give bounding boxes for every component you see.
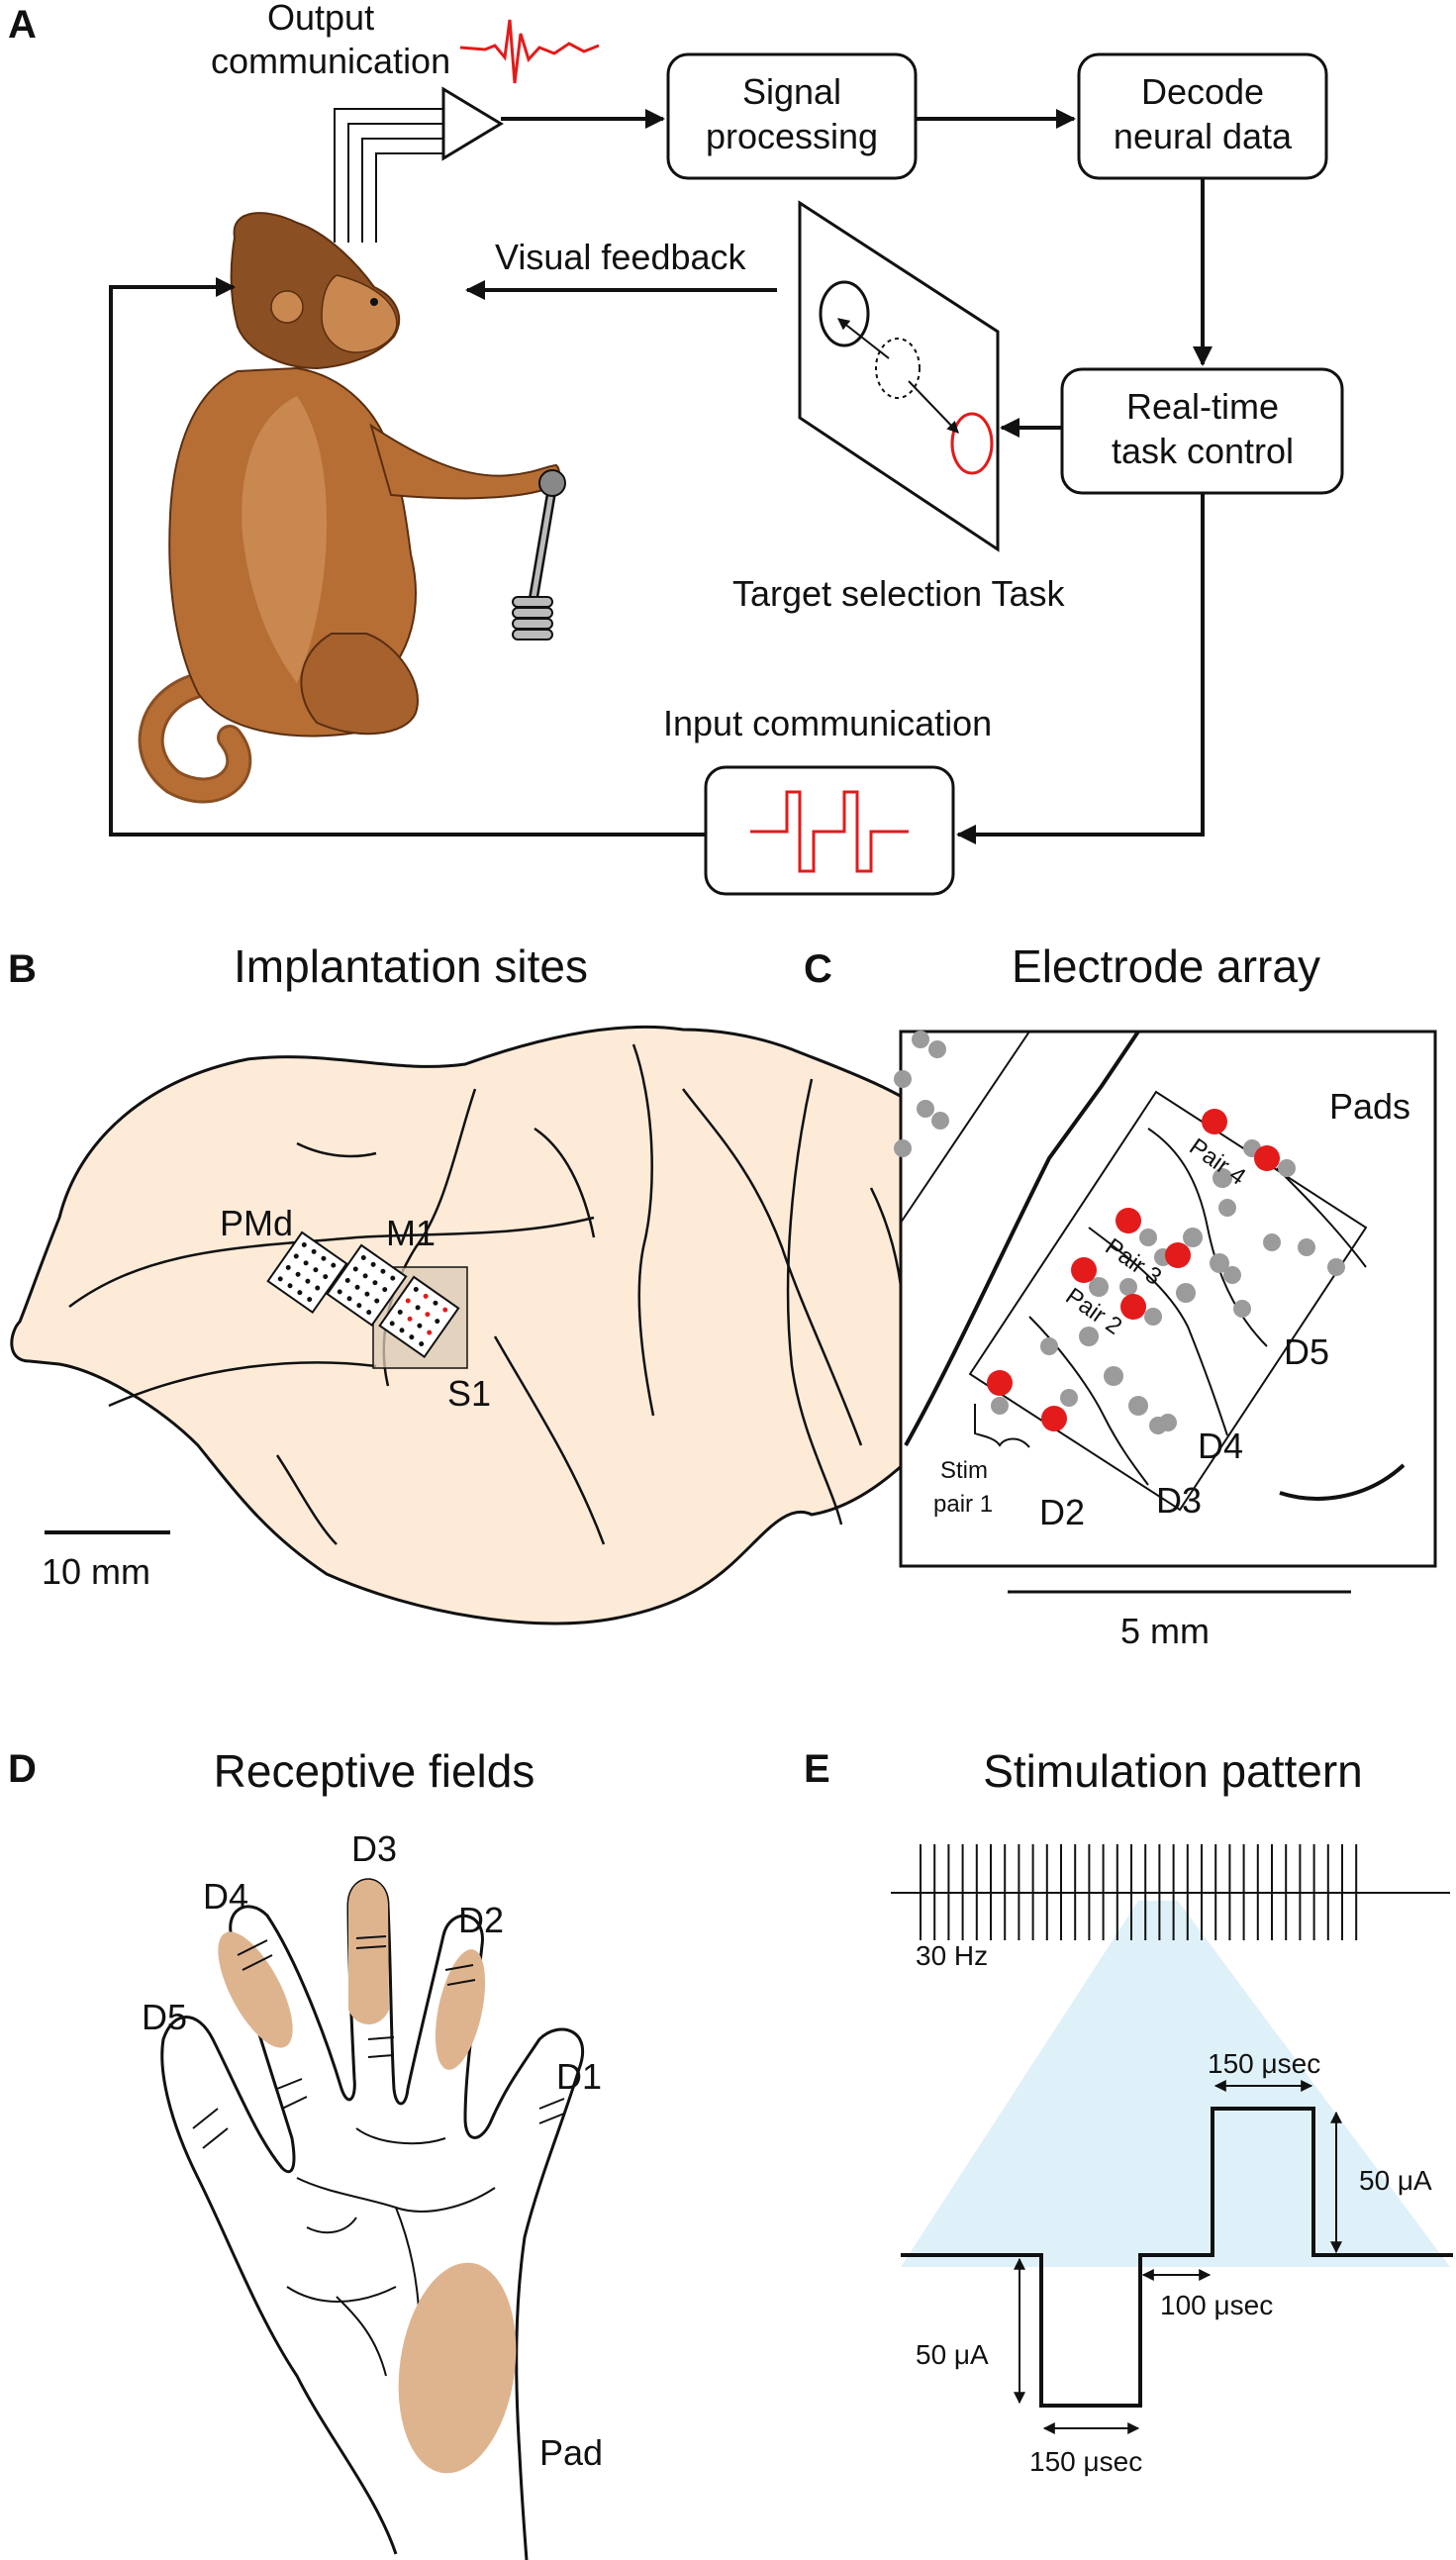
d3-label: D3 xyxy=(351,1828,397,1869)
target-screen xyxy=(798,200,1000,552)
amp-top-label: 50 μA xyxy=(1359,2165,1432,2196)
top-left-grey-electrodes xyxy=(894,1031,949,1157)
receptive-fields-title: Receptive fields xyxy=(214,1745,535,1797)
d2-label: D2 xyxy=(1039,1492,1085,1532)
target-right-circle xyxy=(950,412,994,475)
stim-pair-1-label-2: pair 1 xyxy=(933,1491,993,1518)
target-selection-label: Target selection Task xyxy=(732,573,1066,614)
decode-label-1: Decode xyxy=(1141,71,1264,112)
d4-receptive-field xyxy=(218,1931,293,2048)
panel-a: A Output communication Signal processing… xyxy=(8,0,1344,896)
central-sulcus-line xyxy=(904,1030,1140,1446)
d3-receptive-field xyxy=(348,1879,389,2024)
d4-label: D4 xyxy=(1198,1426,1243,1466)
neural-spike-trace xyxy=(459,19,600,84)
panel-c: C Electrode array xyxy=(804,940,1437,1651)
target-arrow-right xyxy=(908,380,959,434)
s1-array-icon xyxy=(378,1275,460,1359)
panel-d: D Receptive fields D3 D4 D2 D5 D1 xyxy=(8,1745,603,2560)
visual-feedback-label: Visual feedback xyxy=(495,237,747,277)
cursor-start-circle xyxy=(875,338,921,399)
monkey-illustration xyxy=(138,212,560,804)
signal-processing-label-2: processing xyxy=(706,116,878,156)
scale-10mm-label: 10 mm xyxy=(42,1551,150,1592)
panel-b-letter: B xyxy=(8,947,37,991)
panel-b: B Implantation sites xyxy=(8,940,997,1625)
pmd-array-icon xyxy=(266,1231,348,1315)
d4-label: D4 xyxy=(203,1876,248,1917)
biphasic-waveform xyxy=(901,2107,1453,2408)
pads-label: Pads xyxy=(1329,1086,1410,1127)
output-communication-label-2: communication xyxy=(211,41,450,81)
task-control-label-2: task control xyxy=(1112,431,1294,471)
pad-receptive-field xyxy=(398,2262,517,2474)
sulcus-line-left xyxy=(900,1031,1030,1224)
feedback-line-left xyxy=(109,287,706,837)
d3-label: D3 xyxy=(1156,1480,1202,1521)
panel-e-letter: E xyxy=(804,1747,830,1791)
implantation-sites-title: Implantation sites xyxy=(234,940,588,992)
output-communication-label-1: Output xyxy=(267,0,374,38)
signal-processing-box xyxy=(666,52,918,180)
stim-pair-1-label-1: Stim xyxy=(940,1457,988,1484)
stim-pulse-icon xyxy=(750,790,909,873)
width-top-label: 150 μsec xyxy=(1208,2048,1320,2079)
pad-label: Pad xyxy=(539,2432,603,2473)
target-arrow-left xyxy=(837,318,890,359)
pmd-label: PMd xyxy=(220,1203,293,1243)
stimulation-pattern-title: Stimulation pattern xyxy=(983,1745,1363,1797)
pulse-train xyxy=(920,1844,1358,1940)
panel-e: E Stimulation pattern 30 Hz 150 μsec 50 … xyxy=(804,1745,1453,2477)
d2-label: D2 xyxy=(458,1900,504,1940)
d5-label: D5 xyxy=(1284,1331,1329,1372)
electrode-wires xyxy=(334,108,443,243)
m1-array-icon xyxy=(326,1243,408,1328)
signal-processing-label-1: Signal xyxy=(742,71,841,112)
d1-label: D1 xyxy=(556,2056,602,2097)
frequency-label: 30 Hz xyxy=(916,1940,988,1971)
panel-a-letter: A xyxy=(8,3,37,47)
target-left-circle xyxy=(819,280,870,347)
stim-electrode-red-dots xyxy=(987,1109,1280,1431)
amp-bottom-label: 50 μA xyxy=(916,2339,989,2370)
scale-5mm-label: 5 mm xyxy=(1120,1611,1210,1651)
width-bottom-label: 150 μsec xyxy=(1029,2446,1142,2477)
sulcus-line-right xyxy=(1279,1463,1406,1501)
amplifier-symbol xyxy=(441,86,504,161)
d5-label: D5 xyxy=(142,1997,187,2037)
joystick-icon xyxy=(512,469,566,640)
panel-d-letter: D xyxy=(8,1747,37,1791)
hand-creases xyxy=(192,2036,565,2397)
stim-pair-1-brace xyxy=(974,1404,1030,1448)
input-communication-label: Input communication xyxy=(663,703,992,743)
fingertip-creases xyxy=(237,1935,476,1986)
panel-c-letter: C xyxy=(804,947,832,991)
electrode-array-title: Electrode array xyxy=(1012,940,1320,992)
decode-label-2: neural data xyxy=(1114,116,1293,156)
s1-label: S1 xyxy=(447,1373,491,1414)
m1-label: M1 xyxy=(386,1213,436,1253)
task-control-label-1: Real-time xyxy=(1126,386,1279,427)
electrode-grey-dots xyxy=(991,1139,1345,1434)
gap-label: 100 μsec xyxy=(1160,2290,1273,2320)
